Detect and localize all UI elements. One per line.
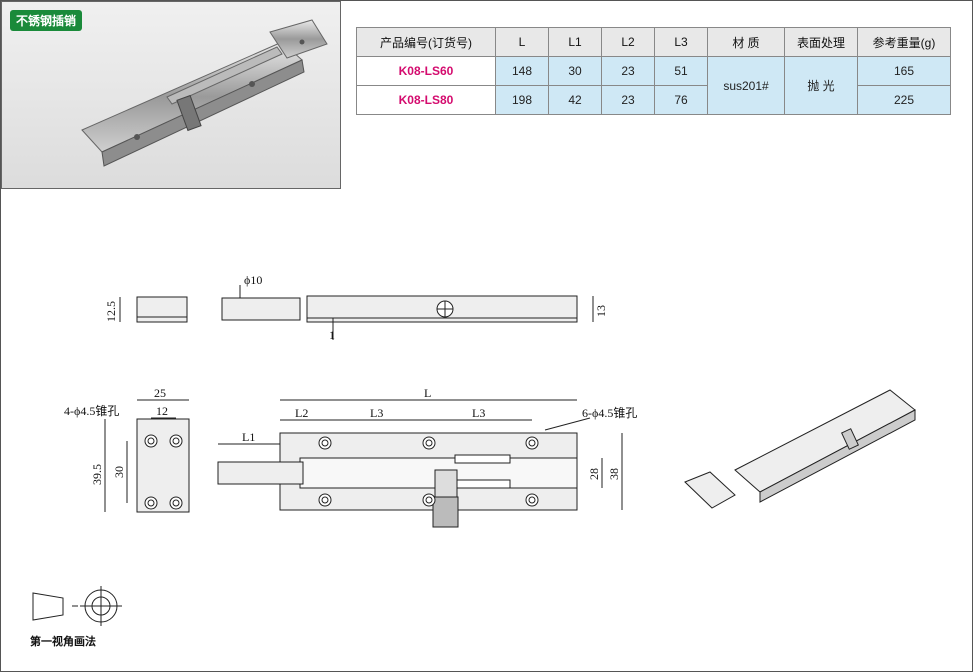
model-cell: K08-LS60 [356,56,496,86]
material-cell: sus201# [707,56,785,115]
header-l1: L1 [548,27,602,57]
projection-cone-icon [32,592,64,621]
model-cell: K08-LS80 [356,85,496,115]
dim-hole-6: 6-ϕ4.5锥孔 [582,406,637,420]
keeper-side-view [136,296,188,323]
rod-side-view [221,297,301,321]
dim-L1: L1 [242,430,255,444]
bolt-rod-front-view [217,461,304,485]
dim-39-5: 39.5 [90,464,104,485]
header-weight: 参考重量(g) [857,27,951,57]
spec-header-row: 产品编号(订货号) L L1 L2 L3 材 质 表面处理 参考重量(g) [356,27,951,57]
spec-table: 产品编号(订货号) L L1 L2 L3 材 质 表面处理 参考重量(g) K0… [356,27,951,115]
projection-caption: 第一视角画法 [30,636,96,648]
table-row: K08-LS80 198 42 23 76 225 [356,85,951,115]
dim-L3-a: L3 [370,406,383,420]
header-finish: 表面处理 [784,27,858,57]
header-l3: L3 [654,27,708,57]
dim-L2: L2 [295,406,308,420]
dim-38: 38 [607,468,621,480]
dim-L: L [424,386,431,400]
table-row: K08-LS60 148 30 23 51 sus201# 抛 光 165 [356,56,951,115]
dim-1: 1 [329,328,335,342]
dim-30: 30 [112,466,126,478]
weight-cell: 165 [857,56,951,86]
keeper-front-view [136,418,190,513]
finish-cell: 抛 光 [784,56,858,115]
l2-cell: 23 [601,85,655,115]
bolt-photo-illustration [81,19,328,167]
header-l2: L2 [601,27,655,57]
dim-28: 28 [587,468,601,480]
dim-12: 12 [156,404,168,418]
isometric-keeper [684,471,736,509]
dim-13: 13 [594,305,608,317]
l1-cell: 30 [548,56,602,86]
product-name-badge: 不锈钢插销 [10,10,83,31]
l3-cell: 51 [654,56,708,86]
product-photo: 不锈钢插销 [1,1,341,189]
dim-hole-4: 4-ϕ4.5锥孔 [64,404,119,418]
dim-12-5: 12.5 [104,301,118,322]
dim-L3-b: L3 [472,406,485,420]
l1-cell: 42 [548,85,602,115]
dim-phi10: ϕ10 [244,273,262,287]
l2-cell: 23 [601,56,655,86]
weight-cell: 225 [857,85,951,115]
l-cell: 198 [495,85,549,115]
dim-25: 25 [154,386,166,400]
isometric-bolt [734,389,916,493]
l3-cell: 76 [654,85,708,115]
